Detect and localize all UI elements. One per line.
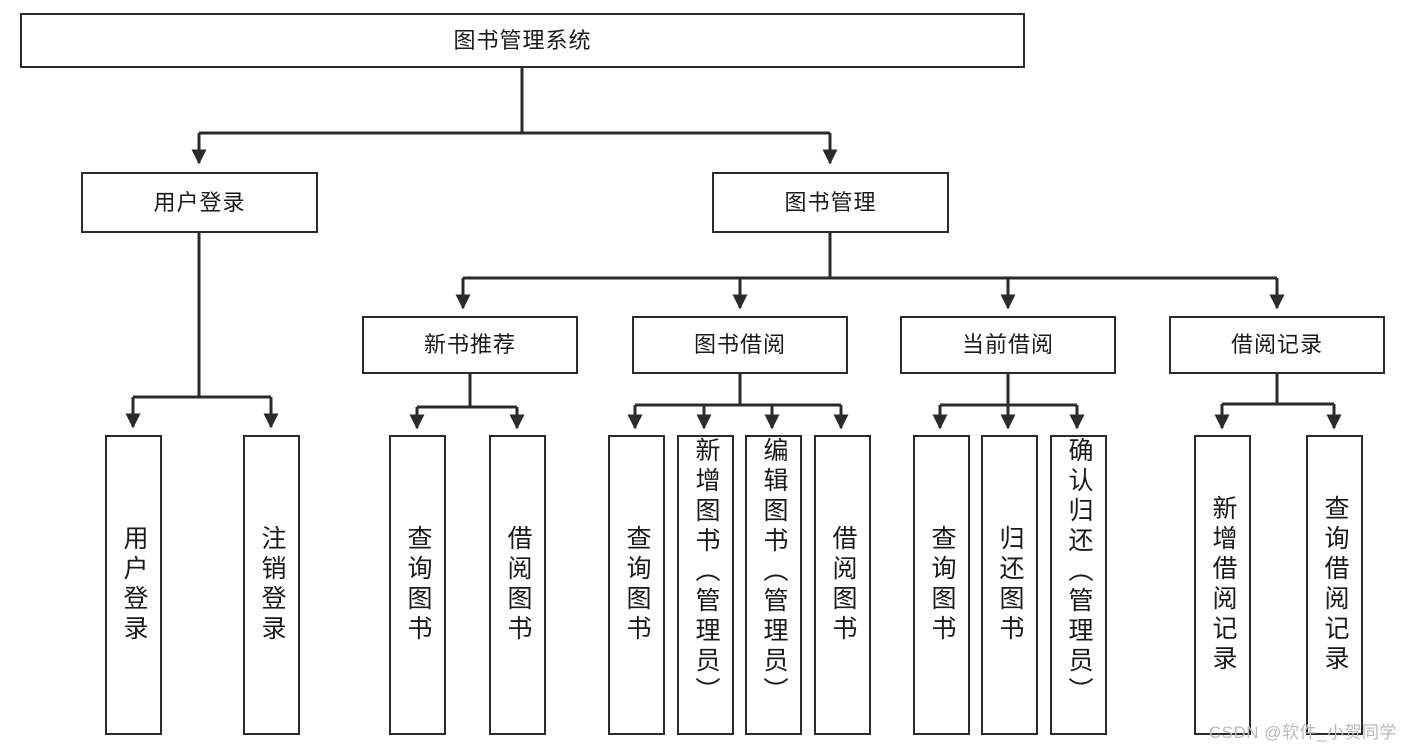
leaf-borrow-record-query-label: 查询借阅记录 (1321, 495, 1349, 675)
leaf-book-borrow-add[interactable]: 新增图书（管理员） (677, 435, 734, 735)
leaf-book-borrow-edit-label: 编辑图书（管理员） (760, 437, 788, 707)
leaf-current-borrow-confirm-label: 确认归还（管理员） (1065, 437, 1093, 707)
leaf-user-login-signout-label: 注销登录 (258, 525, 286, 645)
leaf-new-book-query[interactable]: 查询图书 (389, 435, 446, 735)
node-borrow-record-label: 借阅记录 (1230, 332, 1323, 357)
node-book-management[interactable]: 图书管理 (712, 172, 949, 233)
leaf-new-book-borrow[interactable]: 借阅图书 (489, 435, 546, 735)
leaf-book-borrow-query[interactable]: 查询图书 (608, 435, 665, 735)
csdn-watermark: CSDN @软件_小贺同学 (1208, 723, 1397, 742)
leaf-borrow-record-add-label: 新增借阅记录 (1209, 495, 1237, 675)
leaf-user-login-signout[interactable]: 注销登录 (243, 435, 300, 735)
node-new-book-recommend[interactable]: 新书推荐 (362, 316, 578, 374)
leaf-book-borrow-add-label: 新增图书（管理员） (692, 437, 720, 707)
node-root-label: 图书管理系统 (453, 27, 592, 53)
leaf-borrow-record-query[interactable]: 查询借阅记录 (1306, 435, 1363, 735)
node-current-borrow-label: 当前借阅 (961, 332, 1054, 357)
node-current-borrow[interactable]: 当前借阅 (900, 316, 1116, 374)
leaf-book-borrow-query-label: 查询图书 (623, 525, 651, 645)
node-book-management-label: 图书管理 (784, 189, 877, 215)
leaf-current-borrow-return-label: 归还图书 (996, 525, 1024, 645)
node-user-login-label: 用户登录 (153, 189, 246, 215)
leaf-borrow-record-add[interactable]: 新增借阅记录 (1194, 435, 1251, 735)
leaf-user-login-signin-label: 用户登录 (120, 525, 148, 645)
leaf-book-borrow-edit[interactable]: 编辑图书（管理员） (745, 435, 802, 735)
node-book-borrow[interactable]: 图书借阅 (632, 316, 848, 374)
node-book-borrow-label: 图书借阅 (693, 332, 786, 357)
leaf-current-borrow-query[interactable]: 查询图书 (913, 435, 970, 735)
leaf-user-login-signin[interactable]: 用户登录 (105, 435, 162, 735)
node-user-login[interactable]: 用户登录 (81, 172, 318, 233)
node-new-book-recommend-label: 新书推荐 (423, 332, 516, 357)
node-root[interactable]: 图书管理系统 (20, 13, 1025, 68)
node-borrow-record[interactable]: 借阅记录 (1169, 316, 1385, 374)
leaf-new-book-borrow-label: 借阅图书 (504, 525, 532, 645)
leaf-current-borrow-confirm[interactable]: 确认归还（管理员） (1050, 435, 1107, 735)
leaf-current-borrow-query-label: 查询图书 (928, 525, 956, 645)
leaf-new-book-query-label: 查询图书 (404, 525, 432, 645)
leaf-current-borrow-return[interactable]: 归还图书 (981, 435, 1038, 735)
leaf-book-borrow-borrow[interactable]: 借阅图书 (814, 435, 871, 735)
leaf-book-borrow-borrow-label: 借阅图书 (829, 525, 857, 645)
